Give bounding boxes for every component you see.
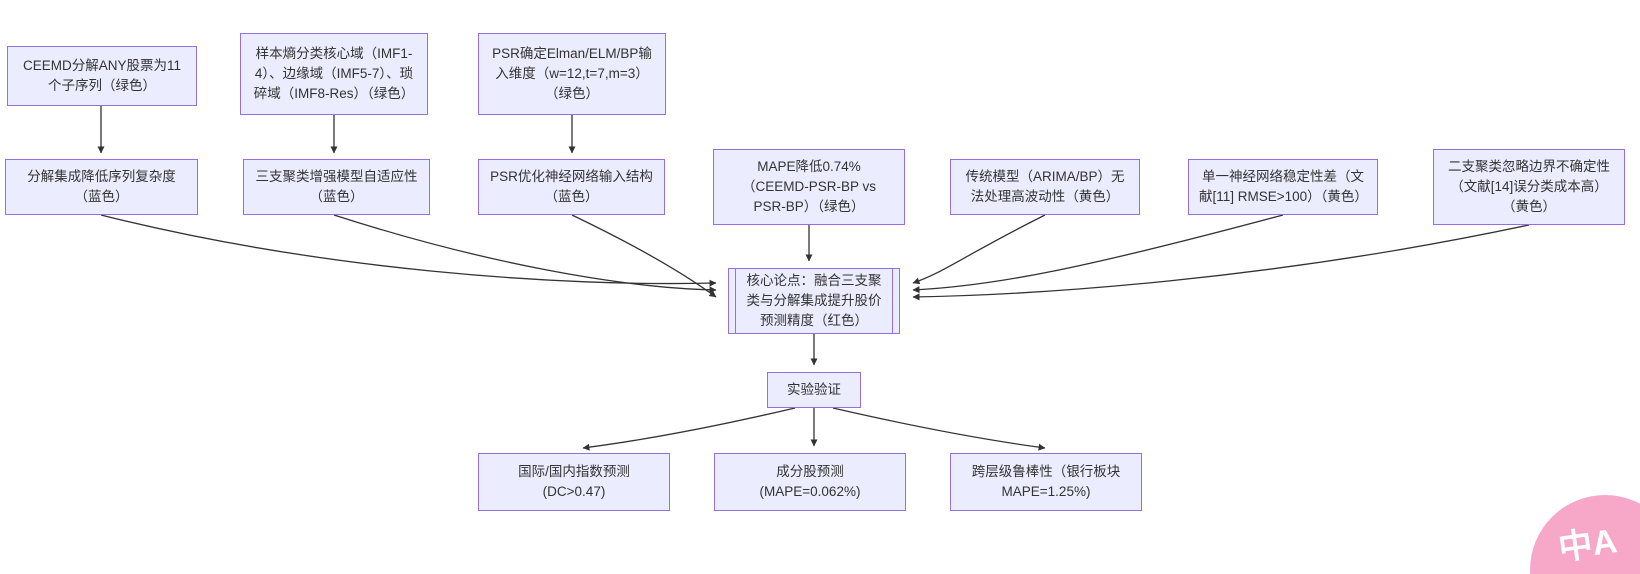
translate-icon: 中A — [1556, 522, 1620, 568]
node-label: 国际/国内指数预测 (DC>0.47) — [518, 463, 630, 499]
node-label: 分解集成降低序列复杂度（蓝色） — [27, 168, 176, 204]
node-label: PSR确定Elman/ELM/BP输入维度（w=12,t=7,m=3）（绿色） — [492, 45, 652, 102]
translate-float-button[interactable]: 中A — [1530, 495, 1640, 574]
node-experimental-validation: 实验验证 — [767, 372, 861, 408]
edge-psropt-core — [571, 214, 717, 298]
node-label: 单一神经网络稳定性差（文献[11] RMSE>100）（黄色） — [1199, 168, 1368, 204]
edge-decomp-core — [100, 214, 717, 287]
node-core-thesis: 核心论点：融合三支聚类与分解集成提升股价预测精度（红色） — [728, 268, 900, 334]
node-constituent-stock-result: 成分股预测 (MAPE=0.062%) — [714, 453, 906, 511]
edge-exp-robust — [832, 407, 1046, 451]
edge-threeway-core — [333, 214, 717, 294]
node-two-way-clustering-limitation: 二支聚类忽略边界不确定性（文献[14]误分类成本高）（黄色） — [1433, 149, 1625, 225]
edge-trad-core — [912, 214, 1046, 285]
node-label: CEEMD分解ANY股票为11个子序列（绿色） — [22, 57, 182, 93]
edge-exp-index — [582, 407, 796, 451]
edge-singlenn-core — [912, 214, 1284, 294]
node-label: 样本熵分类核心域（IMF1-4）、边缘域（IMF5-7）、琐碎域（IMF8-Re… — [253, 45, 415, 102]
node-sample-entropy-domains: 样本熵分类核心域（IMF1-4）、边缘域（IMF5-7）、琐碎域（IMF8-Re… — [240, 33, 428, 115]
node-psr-input-dimension: PSR确定Elman/ELM/BP输入维度（w=12,t=7,m=3）（绿色） — [478, 33, 666, 115]
node-label: 核心论点：融合三支聚类与分解集成提升股价预测精度（红色） — [746, 272, 882, 329]
node-label: MAPE降低0.74%（CEEMD-PSR-BP vs PSR-BP）（绿色） — [741, 158, 877, 215]
node-mape-reduction: MAPE降低0.74%（CEEMD-PSR-BP vs PSR-BP）（绿色） — [713, 149, 905, 225]
node-traditional-model-limitation: 传统模型（ARIMA/BP）无法处理高波动性（黄色） — [950, 159, 1140, 215]
edge-twoway-core — [912, 224, 1530, 301]
node-decomposition-reduces-complexity: 分解集成降低序列复杂度（蓝色） — [5, 159, 198, 215]
node-label: 传统模型（ARIMA/BP）无法处理高波动性（黄色） — [965, 168, 1125, 204]
node-psr-optimizes-input-structure: PSR优化神经网络输入结构（蓝色） — [478, 159, 665, 215]
node-ceemd-decomposition: CEEMD分解ANY股票为11个子序列（绿色） — [7, 46, 197, 106]
node-label: 三支聚类增强模型自适应性（蓝色） — [255, 168, 418, 204]
node-three-way-clustering-adaptivity: 三支聚类增强模型自适应性（蓝色） — [243, 159, 430, 215]
node-index-prediction-result: 国际/国内指数预测 (DC>0.47) — [478, 453, 670, 511]
node-label: 成分股预测 (MAPE=0.062%) — [759, 463, 861, 499]
node-cross-level-robustness-result: 跨层级鲁棒性（银行板块 MAPE=1.25%) — [950, 453, 1142, 511]
node-label: 二支聚类忽略边界不确定性（文献[14]误分类成本高）（黄色） — [1448, 158, 1610, 215]
node-label: 跨层级鲁棒性（银行板块 MAPE=1.25%) — [971, 463, 1121, 499]
node-single-nn-instability: 单一神经网络稳定性差（文献[11] RMSE>100）（黄色） — [1188, 159, 1378, 215]
node-label: PSR优化神经网络输入结构（蓝色） — [490, 168, 653, 204]
node-label: 实验验证 — [787, 381, 841, 397]
